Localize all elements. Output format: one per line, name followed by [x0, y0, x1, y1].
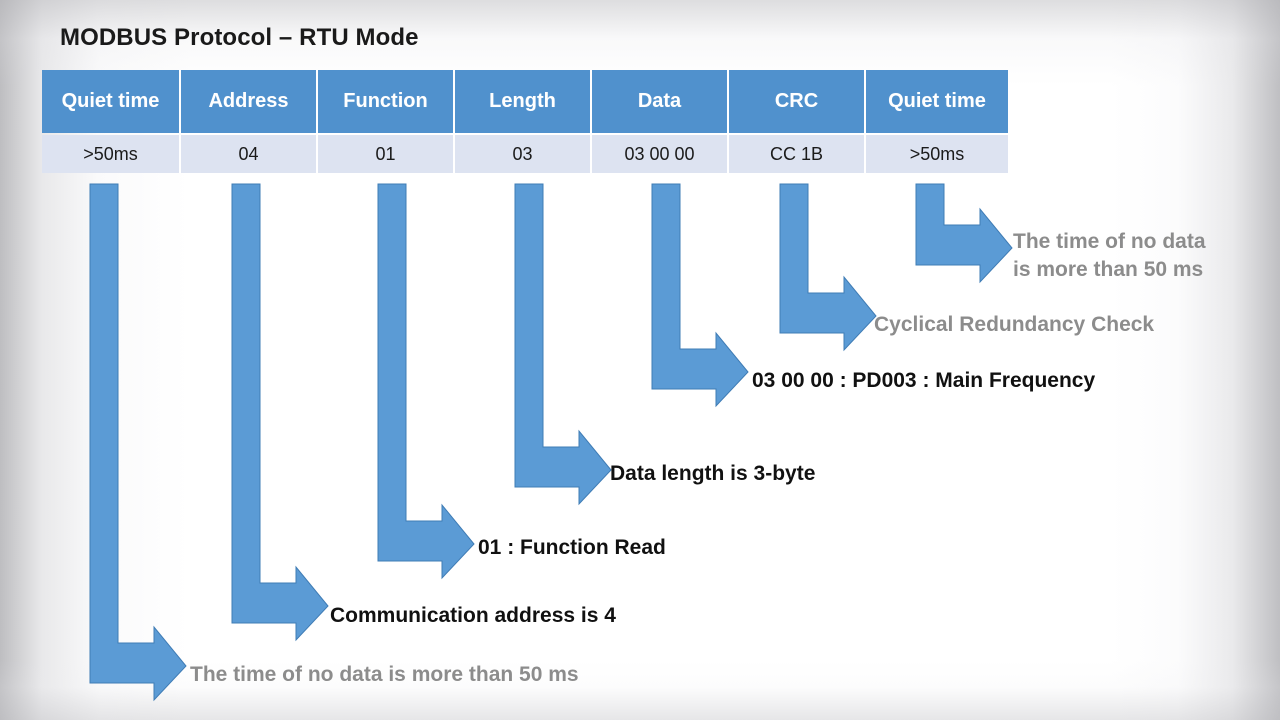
elbow-arrow-crc	[779, 183, 877, 352]
modbus-frame-table: Quiet time Address Function Length Data …	[42, 70, 1008, 173]
callout-quiet-time-end-line1: The time of no data	[1013, 230, 1206, 253]
callout-function: 01 : Function Read	[478, 536, 666, 559]
callout-crc: Cyclical Redundancy Check	[874, 313, 1155, 336]
value-cell-crc: CC 1B	[729, 135, 866, 173]
background-vignette-right	[1110, 0, 1280, 720]
header-cell-crc: CRC	[729, 70, 866, 133]
elbow-arrow-quiet-time-start	[89, 183, 187, 702]
value-cell-data: 03 00 00	[592, 135, 729, 173]
callout-quiet-time-start: The time of no data is more than 50 ms	[190, 663, 579, 686]
value-cell-function: 01	[318, 135, 455, 173]
header-cell-address: Address	[181, 70, 318, 133]
elbow-arrow-quiet-time-end	[915, 183, 1013, 284]
header-cell-quiet-time-start: Quiet time	[42, 70, 181, 133]
elbow-arrow-length	[514, 183, 612, 506]
header-cell-data: Data	[592, 70, 729, 133]
header-cell-quiet-time-end: Quiet time	[866, 70, 1008, 133]
callout-address: Communication address is 4	[330, 604, 616, 627]
callout-quiet-time-end-line2: is more than 50 ms	[1013, 258, 1204, 281]
value-cell-length: 03	[455, 135, 592, 173]
page-title: MODBUS Protocol – RTU Mode	[60, 24, 419, 51]
table-value-row: >50ms 04 01 03 03 00 00 CC 1B >50ms	[42, 135, 1008, 173]
elbow-arrow-function	[377, 183, 475, 580]
value-cell-address: 04	[181, 135, 318, 173]
header-cell-length: Length	[455, 70, 592, 133]
value-cell-quiet-time-end: >50ms	[866, 135, 1008, 173]
table-header-row: Quiet time Address Function Length Data …	[42, 70, 1008, 133]
header-cell-function: Function	[318, 70, 455, 133]
elbow-arrow-address	[231, 183, 329, 642]
callout-length: Data length is 3-byte	[610, 462, 816, 485]
value-cell-quiet-time-start: >50ms	[42, 135, 181, 173]
callout-data: 03 00 00 : PD003 : Main Frequency	[752, 369, 1096, 392]
elbow-arrow-data	[651, 183, 749, 408]
